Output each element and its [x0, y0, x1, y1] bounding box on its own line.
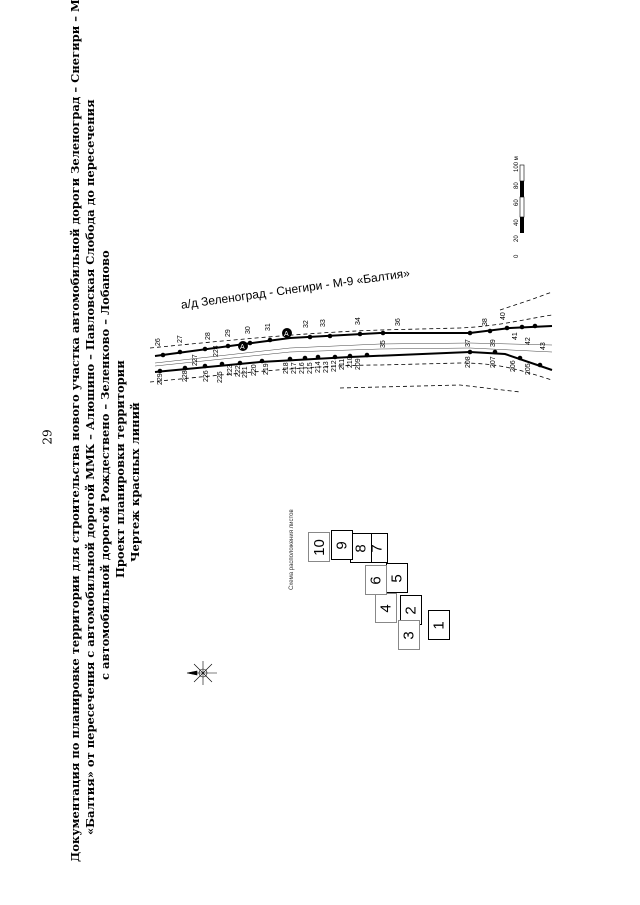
point-label-227: 227 [192, 354, 199, 366]
sheet-3[interactable]: 3 [398, 620, 420, 650]
point-label-225: 225 [217, 371, 224, 383]
scale-tick-100: 100 м [514, 156, 520, 172]
sheet-5[interactable]: 5 [386, 563, 408, 593]
scale-tick-80: 80 [514, 182, 520, 189]
scale-tick-20: 20 [514, 235, 520, 242]
point-label-34: 34 [355, 317, 362, 325]
scheme-caption: Схема расположения листов [289, 509, 295, 590]
point-label-213: 213 [323, 361, 330, 373]
point-label-217: 217 [291, 362, 298, 374]
point-label-32: 32 [303, 320, 310, 328]
sheet-10[interactable]: 10 [308, 532, 330, 562]
point-label-228: 228 [182, 370, 189, 382]
point-label-211: 211 [339, 359, 346, 370]
point-label-212: 212 [331, 360, 338, 372]
scale-tick-60: 60 [514, 199, 520, 206]
compass-rose-icon [186, 661, 217, 685]
point-label-206: 206 [510, 360, 517, 372]
point-label-224: 224 [213, 345, 220, 357]
point-label-26: 26 [155, 338, 162, 346]
point-label-219: 219 [263, 363, 270, 375]
point-label-220: 220 [251, 364, 258, 376]
sheet-6[interactable]: 6 [365, 565, 387, 595]
point-label-36: 36 [395, 318, 402, 326]
scale-bar: 0 20 40 60 80 100 м [514, 156, 525, 258]
point-label-37: 37 [465, 339, 472, 347]
point-label-215: 215 [307, 362, 314, 374]
point-label-28: 28 [205, 332, 212, 340]
point-label-31: 31 [265, 323, 272, 331]
point-label-39: 39 [490, 339, 497, 347]
point-label-209: 209 [355, 358, 362, 370]
sheet-1[interactable]: 1 [428, 610, 450, 640]
sheet-9[interactable]: 9 [331, 530, 353, 560]
point-label-222: 222 [235, 365, 242, 377]
point-label-221: 221 [242, 366, 249, 378]
point-label-216: 216 [299, 362, 306, 374]
point-label-33: 33 [320, 319, 327, 327]
point-label-205: 205 [525, 363, 532, 375]
point-label-38: 38 [482, 318, 489, 326]
point-label-223: 223 [227, 364, 234, 376]
sheet-4[interactable]: 4 [375, 593, 397, 623]
sheet-8[interactable]: 8 [350, 533, 372, 563]
point-label-29: 29 [225, 329, 232, 337]
point-label-43: 43 [540, 342, 547, 350]
point-label-35: 35 [380, 340, 387, 348]
marker-a-1: A [284, 331, 289, 338]
point-label-30: 30 [245, 326, 252, 334]
marker-a-2: A [240, 344, 245, 351]
scale-tick-0: 0 [514, 254, 520, 258]
point-label-210: 210 [347, 356, 354, 368]
point-label-226: 226 [203, 370, 210, 382]
point-label-218: 218 [283, 362, 290, 374]
point-label-207: 207 [490, 356, 497, 368]
point-label-42: 42 [525, 337, 532, 345]
point-label-40: 40 [500, 312, 507, 320]
point-label-208: 208 [465, 356, 472, 368]
scale-tick-40: 40 [514, 219, 520, 226]
point-label-41: 41 [512, 332, 519, 340]
point-label-27: 27 [177, 335, 184, 343]
point-label-214: 214 [315, 361, 322, 373]
point-label-229: 229 [157, 373, 164, 385]
